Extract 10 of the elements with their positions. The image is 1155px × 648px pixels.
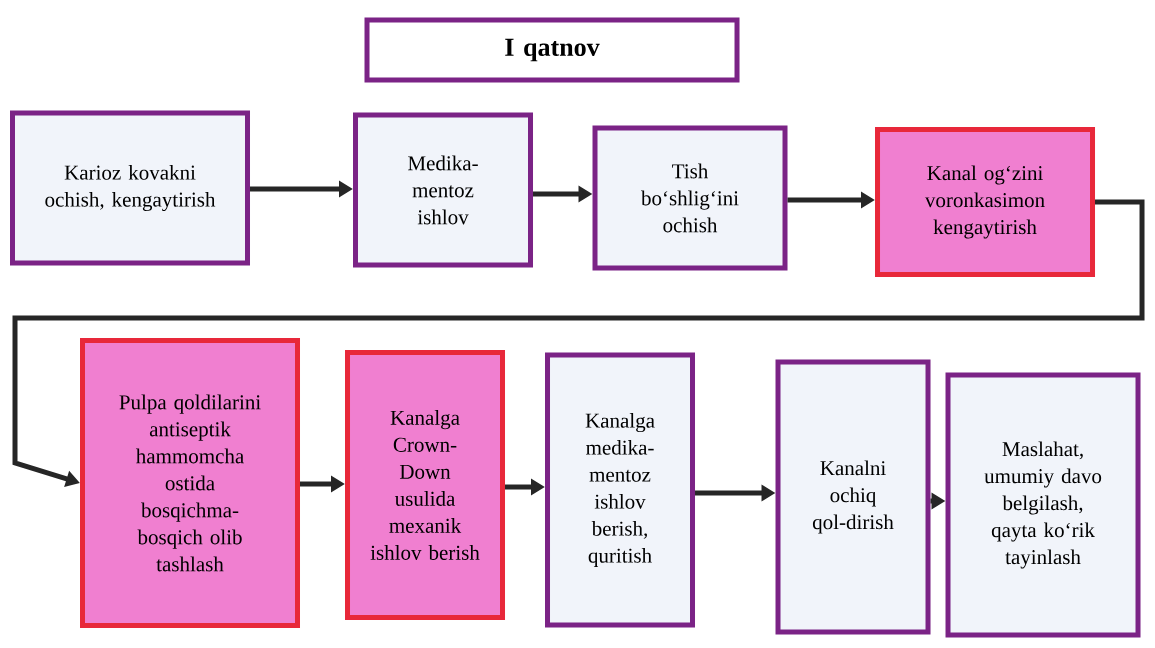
process-box: Medika-mentoz ishlov [353,112,533,268]
process-box: Karioz kovakni ochish, kengaytirish [10,110,250,266]
process-box: Kanal og‘zini voronkasimon kengaytirish [875,127,1095,277]
process-box: Kanalni ochiq qol-dirish [775,359,931,635]
process-box: Kanalga Crown-Down usulida mexanik ishlov berish [345,350,505,620]
process-box: Maslahat, umumiy davo belgilash, qayta ko‘rik tayinlash [945,372,1141,638]
process-box: Tish bo‘shlig‘ini ochish [592,125,788,271]
process-box: Pulpa qoldilarini antiseptik hammomcha ostida bosqichma-bosqich olib tashlash [80,338,300,628]
process-box: Kanalga medika-mentoz ishlov berish, quritish [545,352,695,628]
title-box: I qatnov [364,17,740,83]
